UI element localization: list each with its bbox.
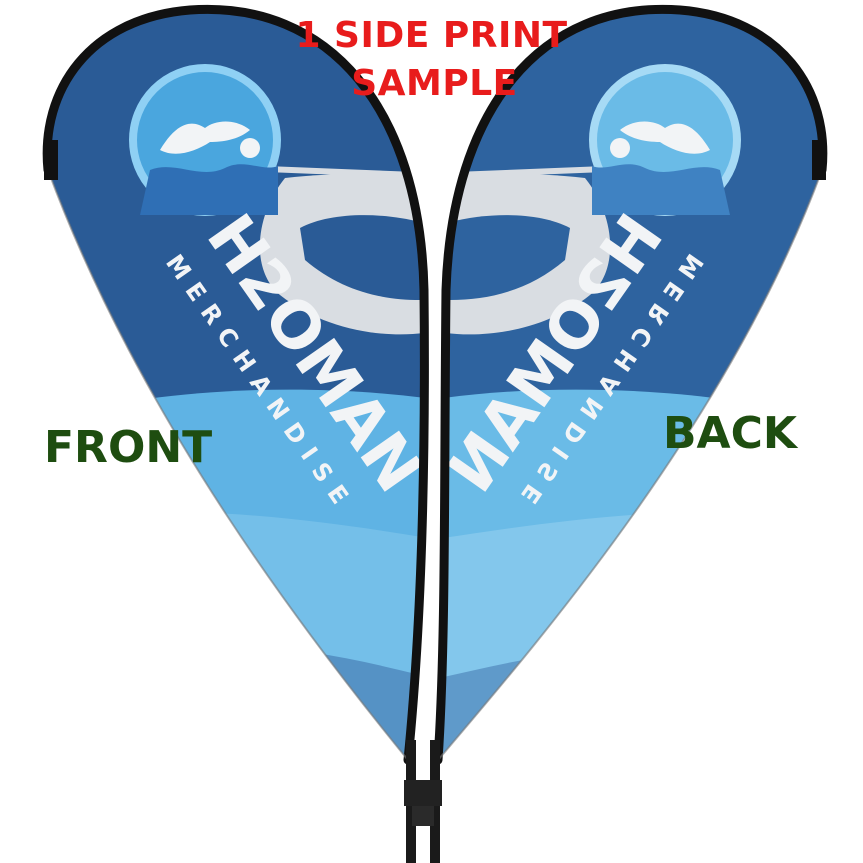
flag-pole-base [404,740,442,863]
back-flag: H2OMAN MERCHANDISE [433,4,828,765]
front-label: FRONT [44,422,213,473]
heading-line-2: SAMPLE [351,63,518,104]
back-label: BACK [663,408,797,459]
heading-line-1: 1 SIDE PRINT [295,15,568,56]
